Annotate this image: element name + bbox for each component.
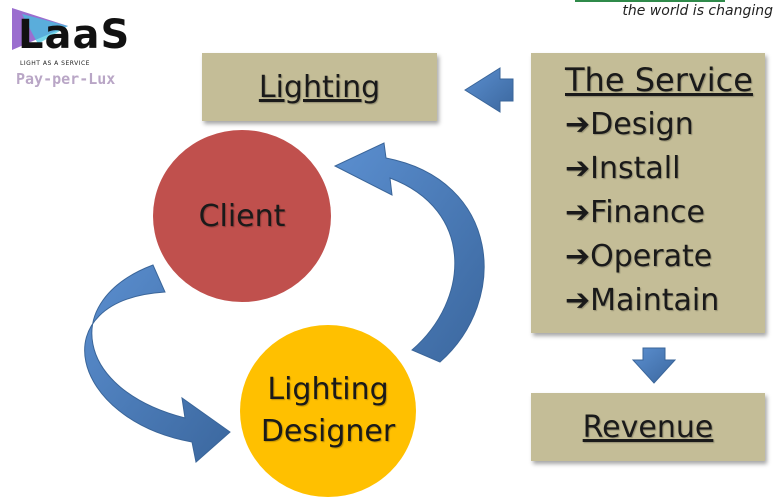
designer-label-line2: Designer <box>260 414 396 449</box>
header-accent-line <box>575 0 725 2</box>
revenue-label: Revenue <box>582 409 714 445</box>
lighting-designer-circle: Lighting Designer <box>240 325 416 497</box>
service-list: ➔Design ➔Install ➔Finance ➔Operate ➔Main… <box>565 103 719 323</box>
revenue-box: Revenue <box>531 393 765 461</box>
client-label: Client <box>198 198 286 234</box>
arrow-left-icon <box>464 67 514 113</box>
service-item-maintain: ➔Maintain <box>565 283 720 318</box>
laas-logo: LaaS LIGHT AS A SERVICE Pay-per-Lux <box>8 4 143 96</box>
service-item-finance: ➔Finance <box>565 195 705 230</box>
designer-label-line1: Lighting <box>267 372 389 407</box>
service-title: The Service <box>565 61 753 99</box>
lighting-label: Lighting <box>258 69 381 105</box>
logo-triangle-icon <box>12 8 68 50</box>
logo-subtitle: LIGHT AS A SERVICE <box>20 60 90 67</box>
logo-tagline: Pay-per-Lux <box>16 70 116 88</box>
service-item-operate: ➔Operate <box>565 239 713 274</box>
arrow-down-icon <box>631 347 677 384</box>
service-item-design: ➔Design <box>565 107 694 142</box>
curved-arrow-client-to-designer-icon <box>84 264 231 463</box>
logo-wordmark: LaaS <box>18 12 131 58</box>
header-tagline: the world is changing <box>622 3 773 19</box>
curved-arrow-designer-to-client-icon <box>333 142 485 363</box>
lighting-box: Lighting <box>202 53 437 121</box>
service-box: The Service ➔Design ➔Install ➔Finance ➔O… <box>531 53 765 333</box>
client-circle: Client <box>153 130 331 302</box>
service-item-install: ➔Install <box>565 151 681 186</box>
